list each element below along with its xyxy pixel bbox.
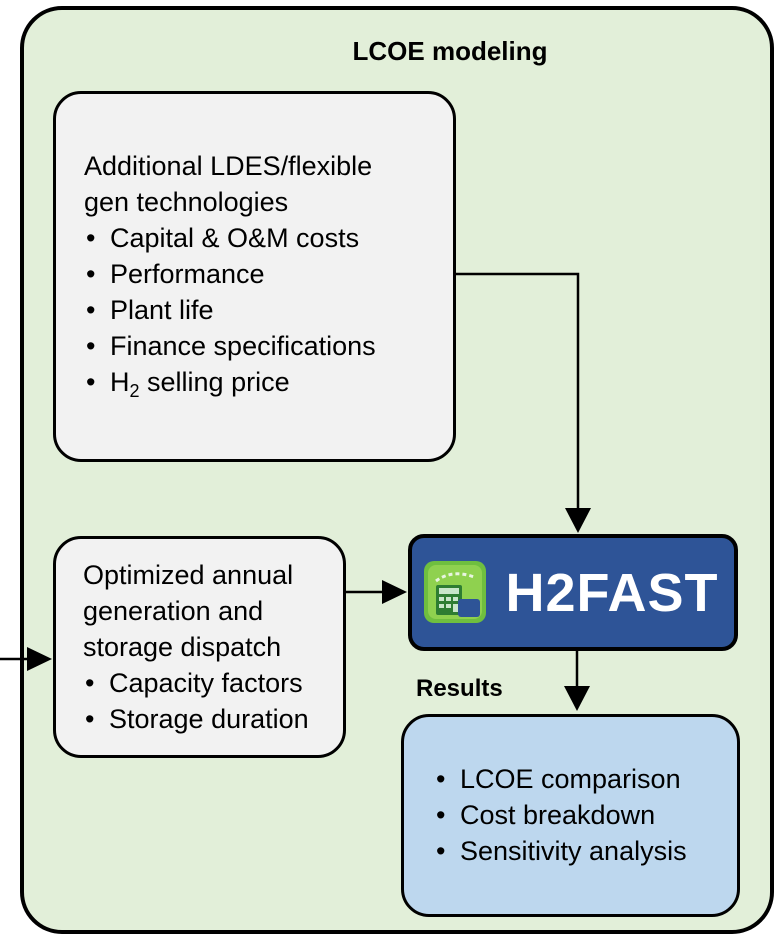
results-list: •LCOE comparison •Cost breakdown •Sensit… (434, 761, 737, 869)
bullet-icon: • (86, 331, 96, 361)
inputs-heading-line-2: gen technologies (84, 187, 289, 217)
list-item: •Capital & O&M costs (84, 220, 453, 256)
technology-inputs-box: Additional LDES/flexible gen technologie… (53, 91, 456, 462)
bullet-icon: • (86, 223, 96, 253)
arrow-inputs-to-h2fast (456, 272, 591, 533)
dispatch-list: •Capacity factors •Storage duration (83, 665, 343, 737)
dispatch-heading-line-2: generation and (83, 596, 264, 626)
inputs-list: •Capital & O&M costs •Performance •Plant… (84, 220, 453, 400)
inputs-heading-line-1: Additional LDES/flexible (84, 151, 373, 181)
results-label: Results (416, 675, 503, 702)
list-item: •Storage duration (83, 701, 343, 737)
list-item: •Plant life (84, 292, 453, 328)
dispatch-heading-line-1: Optimized annual (83, 560, 294, 590)
bullet-icon: • (86, 367, 96, 397)
h2fast-calculator-logo-icon (424, 561, 486, 623)
list-item: •Cost breakdown (434, 797, 737, 833)
h2fast-model-box: H2FAST (408, 534, 738, 651)
list-item-h2-price: •H2 selling price (84, 364, 453, 400)
bullet-icon: • (436, 764, 446, 794)
dispatch-heading-line-3: storage dispatch (83, 632, 282, 662)
bullet-icon: • (86, 259, 96, 289)
bullet-icon: • (436, 836, 446, 866)
bullet-icon: • (86, 295, 96, 325)
list-item: •Finance specifications (84, 328, 453, 364)
bullet-icon: • (85, 704, 95, 734)
panel-title: LCOE modeling (352, 36, 548, 66)
arrow-dispatch-to-h2fast (346, 580, 407, 604)
dispatch-box: Optimized annual generation and storage … (53, 536, 346, 758)
h2fast-label: H2FAST (505, 563, 719, 623)
bullet-icon: • (85, 668, 95, 698)
arrow-h2fast-to-results (564, 651, 590, 711)
arrow-external-to-dispatch (0, 647, 52, 671)
results-box: •LCOE comparison •Cost breakdown •Sensit… (401, 714, 740, 917)
list-item: •Sensitivity analysis (434, 833, 737, 869)
list-item: •Capacity factors (83, 665, 343, 701)
list-item: •LCOE comparison (434, 761, 737, 797)
bullet-icon: • (436, 800, 446, 830)
list-item: •Performance (84, 256, 453, 292)
